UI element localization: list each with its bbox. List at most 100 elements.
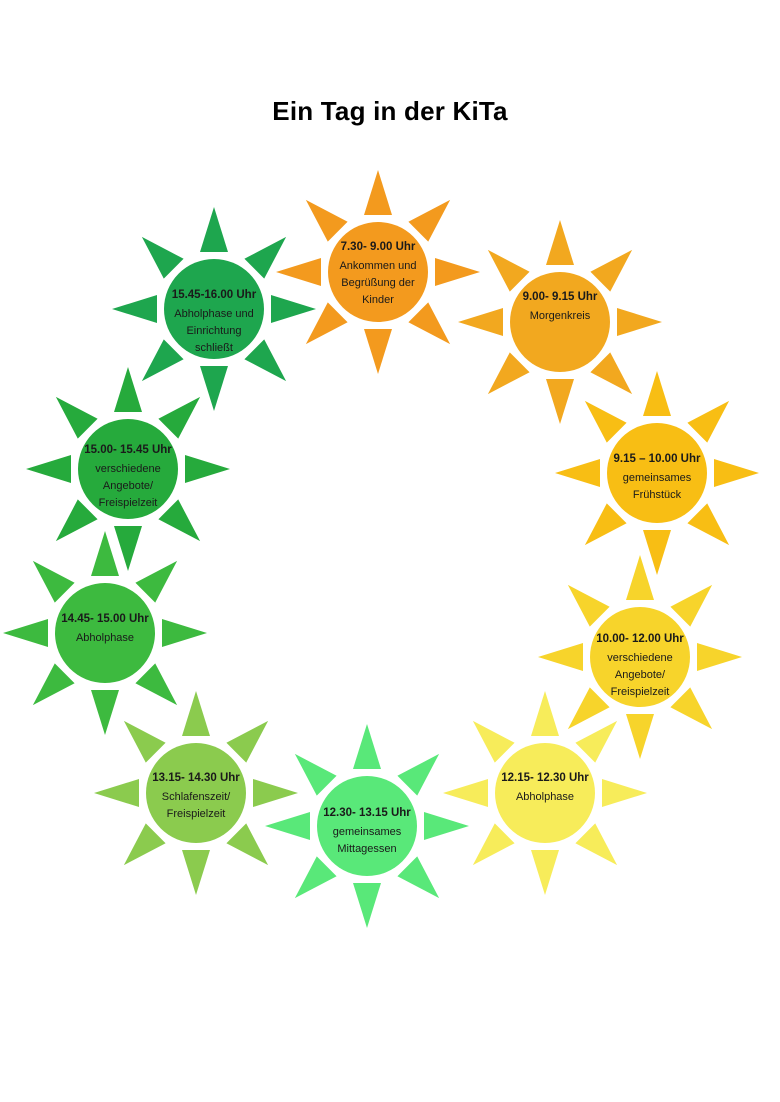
sun-ray: [408, 302, 451, 345]
sun-ray: [472, 823, 515, 866]
sun-ray: [643, 530, 671, 575]
sun-ray: [546, 379, 574, 424]
sun-ray: [353, 883, 381, 928]
sun-ray: [55, 396, 98, 439]
sun-ray: [135, 663, 178, 706]
sun-activity-line: Schlafenszeit/: [162, 791, 231, 803]
sun-disc: [78, 419, 178, 519]
sun-ray: [265, 812, 310, 840]
sun-ray: [185, 455, 230, 483]
sun-ray: [487, 352, 530, 395]
sun-ray: [158, 499, 201, 542]
sun-ray: [408, 199, 451, 242]
sun-activity-line: schließt: [195, 342, 233, 354]
sun-ray: [555, 459, 600, 487]
sun-ray: [226, 823, 269, 866]
sun-ray: [397, 753, 440, 796]
sun-ray: [32, 663, 75, 706]
sun-ray: [687, 503, 730, 546]
sun-ray: [353, 724, 381, 769]
sun-ray: [182, 850, 210, 895]
sun-ray: [364, 170, 392, 215]
sun-time-label: 12.30- 13.15 Uhr: [323, 807, 411, 819]
sun-ray: [135, 560, 178, 603]
sun-disc: [328, 222, 428, 322]
sun-ray: [123, 823, 166, 866]
sun-ray: [435, 258, 480, 286]
sun-activity-line: Freispielzeit: [167, 808, 226, 820]
sun-ray: [32, 560, 75, 603]
sun-ray: [91, 531, 119, 576]
sun-activity-line: verschiedene: [95, 463, 160, 475]
sun-time-label: 10.00- 12.00 Uhr: [596, 633, 684, 645]
sun-ray: [643, 371, 671, 416]
sun-ray: [244, 236, 287, 279]
sun-ray: [458, 308, 503, 336]
sun-ray: [91, 690, 119, 735]
sun-time-label: 9.00- 9.15 Uhr: [523, 291, 598, 303]
sun-disc: [510, 272, 610, 372]
sun-ray: [546, 220, 574, 265]
sun-activity-line: Freispielzeit: [99, 497, 158, 509]
sun-ray: [575, 823, 618, 866]
sun-activity-line: Begrüßung der: [341, 277, 415, 289]
sun-ray: [182, 691, 210, 736]
sun-ray: [443, 779, 488, 807]
sun-ray: [276, 258, 321, 286]
sun-activity-line: Einrichtung: [186, 325, 241, 337]
page-title: Ein Tag in der KiTa: [272, 96, 508, 126]
sun-ray: [472, 720, 515, 763]
sun-ray: [617, 308, 662, 336]
sun-activity-line: Ankommen und: [339, 260, 416, 272]
sun-activity-line: gemeinsames: [333, 826, 402, 838]
sun-ray: [141, 339, 184, 382]
sun-activity-line: Abholphase: [516, 791, 574, 803]
sun-ray: [567, 687, 610, 730]
sun-ray: [670, 687, 713, 730]
sun-ray: [397, 856, 440, 899]
sun-ray: [162, 619, 207, 647]
sun-time-label: 9.15 – 10.00 Uhr: [614, 453, 701, 465]
sun-ray: [584, 400, 627, 443]
sun-ray: [687, 400, 730, 443]
sun-time-label: 15.45-16.00 Uhr: [172, 289, 257, 301]
sun-disc: [146, 743, 246, 843]
sun-ray: [114, 367, 142, 412]
sun-time-label: 7.30- 9.00 Uhr: [341, 241, 416, 253]
sun-4: 10.00- 12.00 UhrverschiedeneAngebote/Fre…: [538, 555, 742, 759]
sun-ray: [697, 643, 742, 671]
sun-ray: [305, 302, 348, 345]
sun-activity-line: gemeinsames: [623, 472, 692, 484]
sun-ray: [590, 352, 633, 395]
sun-time-label: 15.00- 15.45 Uhr: [84, 444, 172, 456]
sun-ray: [584, 503, 627, 546]
sun-9: 15.00- 15.45 UhrverschiedeneAngebote/Fre…: [26, 367, 230, 571]
sun-time-label: 14.45- 15.00 Uhr: [61, 613, 149, 625]
sun-disc: [495, 743, 595, 843]
sun-disc: [164, 259, 264, 359]
sun-ray: [200, 207, 228, 252]
sun-activity-line: verschiedene: [607, 652, 672, 664]
sun-ray: [364, 329, 392, 374]
sun-ray: [531, 850, 559, 895]
sun-ray: [531, 691, 559, 736]
sun-ray: [575, 720, 618, 763]
sun-ray: [141, 236, 184, 279]
sun-ray: [244, 339, 287, 382]
sun-ray: [567, 584, 610, 627]
sun-ray: [253, 779, 298, 807]
sun-activity-line: Angebote/: [615, 669, 666, 681]
sun-disc: [607, 423, 707, 523]
sun-ray: [602, 779, 647, 807]
sun-activity-line: Morgenkreis: [530, 310, 591, 322]
sun-ray: [487, 249, 530, 292]
sun-ray: [114, 526, 142, 571]
sun-disc: [317, 776, 417, 876]
sun-ray: [626, 714, 654, 759]
